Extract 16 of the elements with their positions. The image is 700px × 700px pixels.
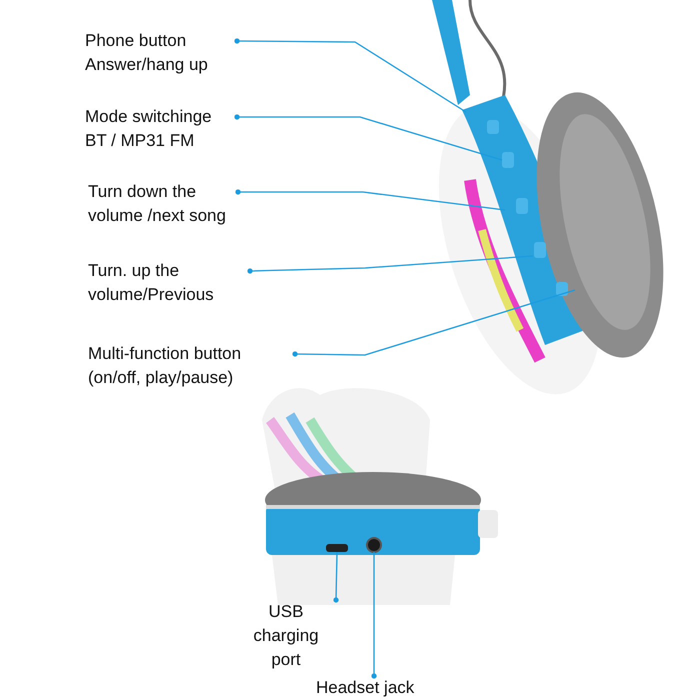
leader-line [333, 552, 339, 603]
callout-label: USB charging port [237, 600, 335, 672]
callout-label: Multi-function button (on/off, play/pause) [88, 342, 293, 390]
callout-label: Mode switchinge BT / MP31 FM [85, 105, 235, 153]
leader-line [247, 255, 534, 274]
headphone-jack [366, 537, 382, 553]
callout-label: Turn down the volume /next song [88, 180, 236, 228]
usb-port [326, 544, 348, 552]
callout-label: Turn. up the volume/Previous [88, 259, 248, 307]
callout-label: Headset jack [316, 676, 436, 700]
leader-line [234, 114, 502, 161]
leader-line [371, 552, 377, 679]
leader-line [234, 38, 466, 113]
leader-line [292, 289, 576, 357]
leader-line [235, 189, 506, 211]
callout-label: Phone button Answer/hang up [85, 29, 235, 77]
